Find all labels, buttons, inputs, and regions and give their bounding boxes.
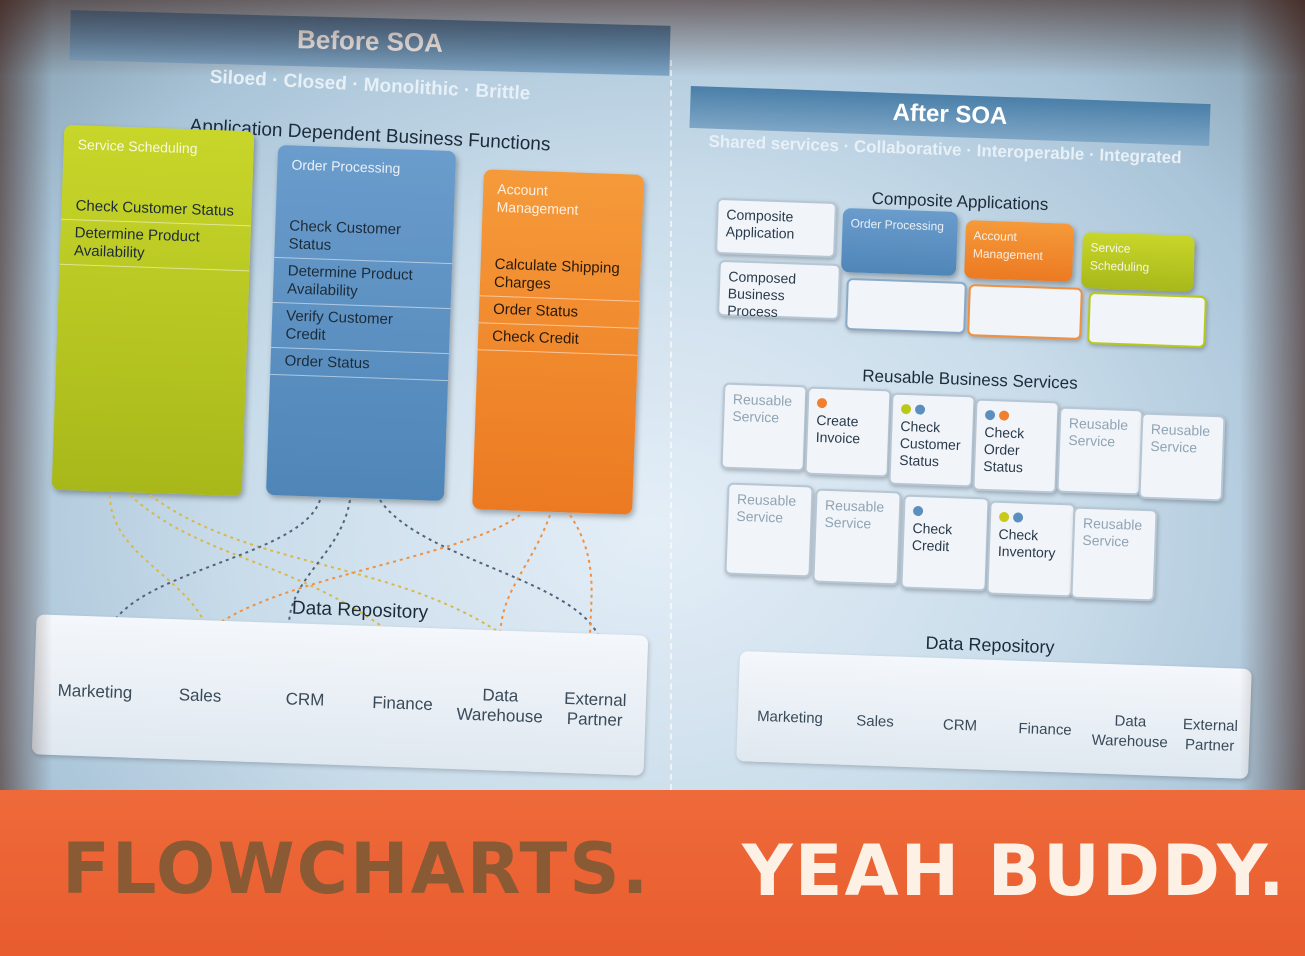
service-label: Check Inventory bbox=[997, 525, 1056, 561]
service-dot bbox=[914, 404, 926, 415]
service-box: Check Credit bbox=[900, 494, 990, 592]
process-box bbox=[845, 277, 967, 335]
service-box: Create Invoice bbox=[804, 386, 892, 478]
composite-account-management: Account Management bbox=[964, 220, 1074, 282]
service-label: Check Order Status bbox=[983, 423, 1025, 476]
repo-label: Data Warehouse bbox=[456, 685, 544, 727]
service-label: Check Credit bbox=[911, 519, 953, 555]
composite-col-title: Order Processing bbox=[850, 216, 945, 234]
service-dot bbox=[998, 410, 1010, 421]
repo-label: CRM bbox=[285, 689, 325, 710]
service-dot bbox=[1012, 512, 1024, 523]
service-dot bbox=[998, 511, 1010, 523]
repo-label: Marketing bbox=[57, 680, 133, 703]
composite-label: Composed Business Process bbox=[717, 259, 841, 321]
repo-label: External Partner bbox=[563, 688, 627, 730]
repo-label: External Partner bbox=[1182, 716, 1239, 755]
repo-label: Marketing bbox=[756, 707, 824, 728]
divider bbox=[670, 60, 672, 800]
slide-banner: FLOWCHARTS. YEAH BUDDY. bbox=[0, 790, 1305, 956]
service-box: Reusable Service bbox=[1056, 406, 1144, 496]
service-label: Create Invoice bbox=[815, 411, 861, 447]
repo-label: Sales bbox=[178, 685, 222, 706]
composite-col-title: Account Management bbox=[972, 228, 1044, 263]
service-dot bbox=[900, 403, 912, 415]
process-box bbox=[967, 284, 1083, 340]
service-box: Reusable Service bbox=[724, 482, 814, 578]
service-dot bbox=[984, 409, 996, 421]
service-box: Check Customer Status bbox=[888, 392, 976, 488]
composite-service-scheduling: Service Scheduling bbox=[1081, 232, 1195, 292]
repo-label: Finance bbox=[371, 692, 434, 715]
repo-label: CRM bbox=[942, 716, 978, 735]
composite-col-title: Service Scheduling bbox=[1089, 240, 1150, 275]
banner-right-text: YEAH BUDDY. bbox=[742, 830, 1287, 912]
service-label: Check Customer Status bbox=[899, 417, 961, 470]
service-box: Reusable Service bbox=[720, 382, 808, 472]
banner-left-text: FLOWCHARTS. bbox=[62, 828, 651, 910]
service-box: Check Inventory bbox=[986, 500, 1076, 598]
repo-label: Sales bbox=[855, 712, 895, 731]
service-box: Reusable Service bbox=[812, 488, 902, 586]
process-box bbox=[1087, 291, 1207, 349]
composite-label: Composite Application bbox=[715, 197, 837, 259]
composite-order-processing: Order Processing bbox=[840, 208, 959, 276]
repo-label: Finance bbox=[1018, 720, 1072, 739]
service-box: Check Order Status bbox=[972, 398, 1060, 494]
service-box: Reusable Service bbox=[1070, 506, 1158, 602]
repo-label: Data Warehouse bbox=[1091, 712, 1169, 752]
service-dot bbox=[912, 505, 924, 517]
service-box: Reusable Service bbox=[1138, 412, 1226, 502]
service-dot bbox=[816, 397, 828, 409]
